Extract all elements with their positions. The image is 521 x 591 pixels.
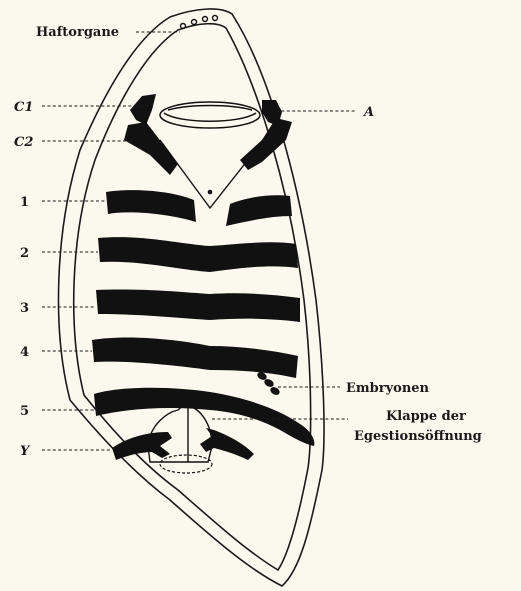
band-y-right [200,428,254,460]
ingestion-opening [160,102,260,128]
label-1: 1 [20,195,29,210]
band-y-left [112,432,172,460]
label-klappe-line1: Klappe der [386,409,466,424]
muscle-band-4 [92,338,298,378]
label-2: 2 [20,246,29,261]
adhesive-organs [181,16,218,29]
label-a: A [362,105,374,120]
band-c2-left [124,122,178,175]
muscle-band-2 [98,237,298,272]
muscle-band-1-left [106,190,196,222]
muscle-band-1-right [226,195,292,226]
ganglion-dot [208,190,213,195]
label-5: 5 [20,404,29,419]
band-c1-left [130,94,156,125]
label-haftorgane: Haftorgane [36,25,119,40]
label-3: 3 [20,301,29,316]
label-c1: C1 [14,100,33,115]
label-c2: C2 [14,135,33,150]
leader-lines [42,32,356,450]
label-klappe-line2: Egestionsöffnung [354,429,482,444]
muscle-band-3 [96,289,300,322]
label-y: Y [20,444,31,459]
label-embryonen: Embryonen [346,381,430,396]
egestion-opening-dashed [160,455,212,473]
label-4: 4 [20,345,29,360]
